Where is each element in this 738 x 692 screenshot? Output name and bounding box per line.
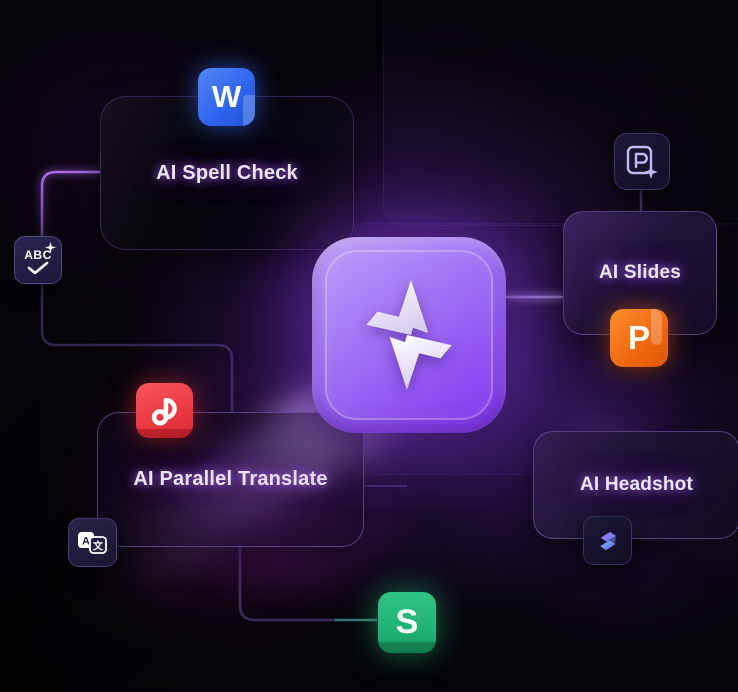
- card-label: AI Headshot: [579, 474, 694, 495]
- sheet-app-icon: S: [378, 592, 436, 653]
- translate-bilingual-icon: A 文: [78, 532, 107, 554]
- tile-highlight: [651, 309, 662, 345]
- word-app-icon: W: [198, 68, 255, 126]
- wire-translate-sheet: [238, 546, 377, 622]
- spell-abc-badge: ABC: [14, 236, 62, 284]
- checkmark-icon: [27, 261, 49, 274]
- word-letter: W: [211, 79, 242, 114]
- card-label: AI Parallel Translate: [133, 468, 328, 490]
- powerpoint-app-icon: P: [610, 309, 668, 367]
- parallel-app-icon: [136, 383, 193, 438]
- card-label: AI Spell Check: [156, 161, 298, 184]
- hub-app-tile[interactable]: [312, 237, 506, 433]
- translate-latin: A: [82, 536, 90, 548]
- powerpoint-letter: P: [627, 319, 650, 356]
- tile-shade: [378, 642, 436, 653]
- presentation-plus-icon: [626, 145, 658, 179]
- sparkle-icon: [45, 242, 56, 253]
- headshot-logo-badge: [583, 516, 632, 565]
- presentation-plus-badge: [614, 133, 670, 190]
- backdrop-panel: [383, 0, 738, 226]
- card-ai-headshot[interactable]: AI Headshot: [533, 431, 738, 539]
- gradient-ribbon-s-icon: [599, 531, 616, 550]
- translate-cjk: 文: [93, 540, 104, 553]
- loop-p-icon: [151, 397, 177, 426]
- card-label: AI Slides: [598, 262, 682, 283]
- card-ai-parallel-translate[interactable]: AI Parallel Translate: [97, 412, 364, 547]
- translate-badge: A 文: [68, 518, 117, 567]
- sheet-letter: S: [395, 603, 419, 641]
- four-point-star-icon: [366, 280, 452, 390]
